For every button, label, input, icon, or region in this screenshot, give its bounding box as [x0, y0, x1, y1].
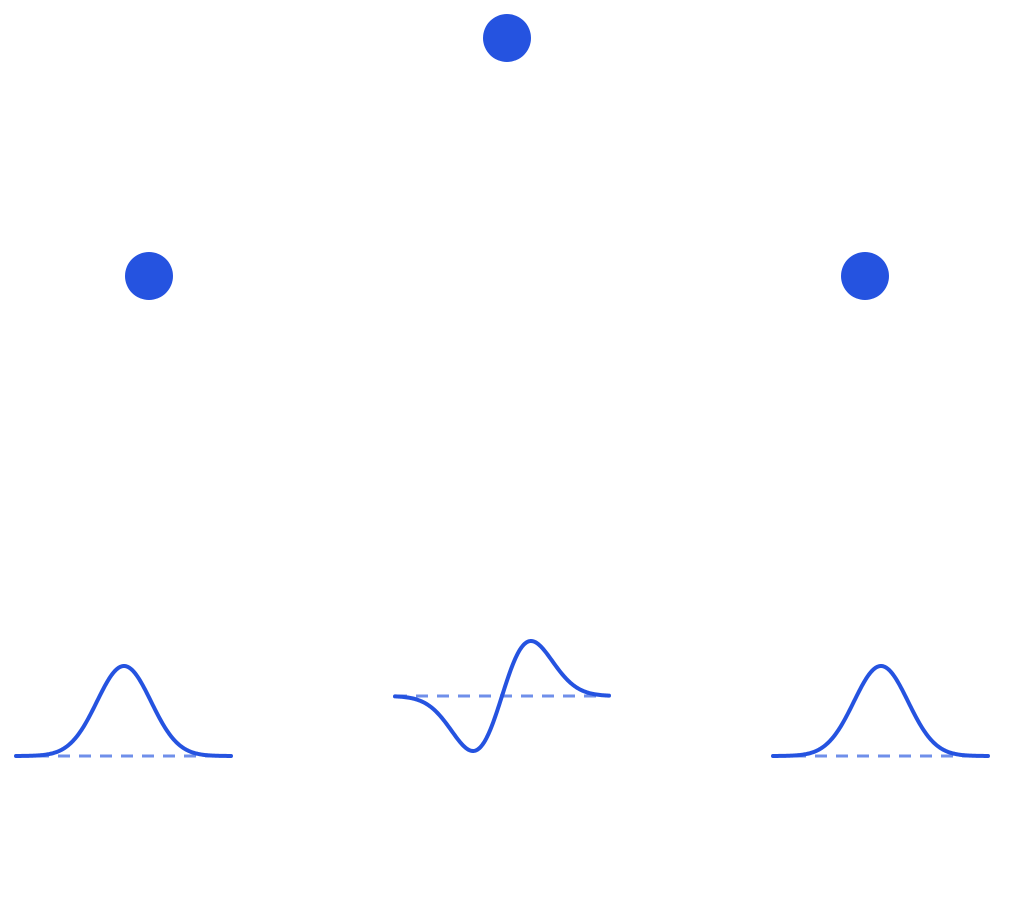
- waveform-right: [771, 664, 990, 758]
- node-top: [483, 14, 531, 62]
- node-left: [125, 252, 173, 300]
- node-right: [841, 252, 889, 300]
- waveform-center-curve: [393, 639, 611, 753]
- waveform-left-curve: [14, 664, 233, 758]
- waveform-center: [393, 639, 611, 753]
- waveform-left: [14, 664, 233, 758]
- waveform-right-curve: [771, 664, 990, 758]
